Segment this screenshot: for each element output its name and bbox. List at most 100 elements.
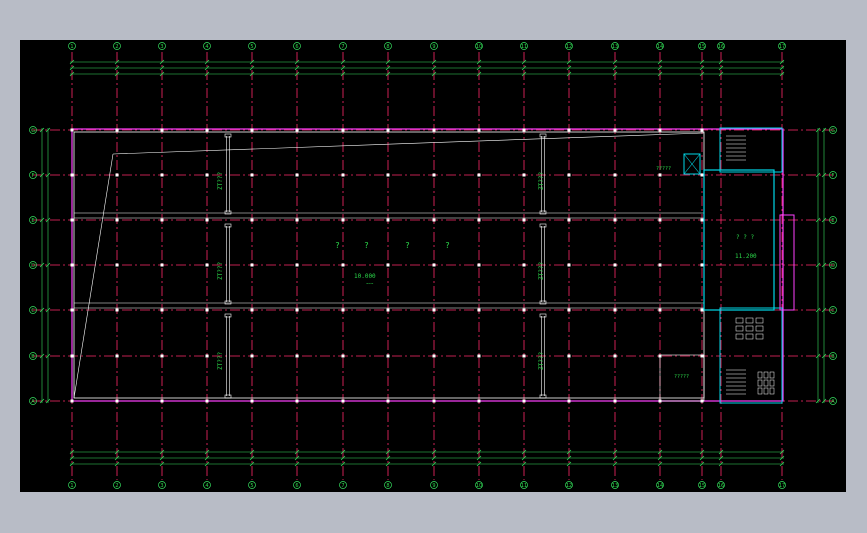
axis-label-col: 9	[432, 44, 435, 50]
column-marker	[477, 308, 481, 312]
column-marker	[295, 173, 299, 177]
column-marker	[522, 128, 526, 132]
column-marker	[160, 263, 164, 267]
diagonal-line	[112, 132, 705, 155]
column-marker	[115, 128, 119, 132]
axis-bubble-col	[293, 481, 301, 489]
dim-tick	[476, 71, 482, 77]
column-marker	[115, 263, 119, 267]
dim-tick	[821, 262, 827, 268]
column-marker	[70, 399, 74, 403]
dim-tick	[612, 59, 618, 65]
column-marker	[341, 399, 345, 403]
dim-tick	[821, 217, 827, 223]
toilet-fixture	[769, 387, 775, 395]
dim-tick	[821, 307, 827, 313]
dim-tick	[249, 65, 255, 71]
axis-bubble-col	[565, 481, 573, 489]
dim-tick	[821, 353, 827, 359]
dim-tick	[431, 71, 437, 77]
dim-tick	[821, 398, 827, 404]
column-marker	[477, 399, 481, 403]
column-marker	[70, 218, 74, 222]
dim-tick	[69, 59, 75, 65]
dim-tick	[718, 59, 724, 65]
axis-label-row: D	[831, 263, 835, 269]
axis-label-col: 5	[250, 483, 253, 489]
dim-tick	[294, 71, 300, 77]
axis-bubble-col	[778, 42, 786, 50]
column-marker	[522, 218, 526, 222]
column-cap	[224, 210, 232, 215]
right-room-label: ? ? ?	[736, 234, 754, 241]
dim-tick	[39, 307, 45, 313]
column-marker	[432, 399, 436, 403]
dim-tick	[657, 455, 663, 461]
elevation-sub: ~~~	[366, 281, 374, 286]
axis-bubble-row	[829, 352, 837, 360]
column-marker	[160, 128, 164, 132]
column-marker	[477, 218, 481, 222]
dim-tick	[521, 65, 527, 71]
bottom-right-room	[659, 354, 705, 402]
beam-label-top-right: ZT???	[538, 172, 545, 190]
dim-tick	[521, 59, 527, 65]
axis-bubble-col	[339, 42, 347, 50]
column-marker	[522, 173, 526, 177]
axis-bubble-row	[29, 352, 37, 360]
column-marker	[205, 128, 209, 132]
column-marker	[70, 128, 74, 132]
label-q4: ?	[445, 241, 450, 250]
right-annex	[779, 214, 795, 311]
axis-bubble-col	[698, 481, 706, 489]
axis-bubble-col	[68, 481, 76, 489]
column-marker	[432, 263, 436, 267]
toilet-fixture	[763, 371, 769, 379]
axis-bubble-row	[829, 171, 837, 179]
column-marker	[567, 128, 571, 132]
dim-tick	[657, 449, 663, 455]
axis-label-row: D	[31, 263, 35, 269]
dim-tick	[204, 455, 210, 461]
axis-bubble-col	[384, 42, 392, 50]
dim-tick	[45, 127, 51, 133]
column-marker	[70, 308, 74, 312]
column-marker	[613, 128, 617, 132]
dim-tick	[699, 461, 705, 467]
column-marker	[160, 173, 164, 177]
column-marker	[205, 263, 209, 267]
column-marker	[341, 173, 345, 177]
axis-bubble-col	[339, 481, 347, 489]
dim-tick	[294, 65, 300, 71]
axis-label-col: 12	[566, 483, 572, 489]
right-elevation-label: 11.200	[735, 253, 757, 260]
stair-box-top	[719, 127, 783, 173]
axis-label-col: 5	[250, 44, 253, 50]
dim-tick	[249, 59, 255, 65]
dim-tick	[249, 449, 255, 455]
column-marker	[295, 128, 299, 132]
column-marker	[205, 218, 209, 222]
dim-tick	[821, 172, 827, 178]
axis-label-row: G	[31, 128, 35, 134]
dim-tick	[612, 71, 618, 77]
column-marker	[567, 263, 571, 267]
bottom-right-room-label: ?????	[674, 374, 689, 380]
axis-label-row: C	[831, 308, 835, 314]
dim-tick	[815, 353, 821, 359]
column-marker	[160, 399, 164, 403]
axis-label-col: 8	[386, 483, 389, 489]
beam-label-top-left: ZT???	[217, 172, 224, 190]
axis-label-col: 2	[115, 483, 118, 489]
axis-label-col: 17	[779, 483, 785, 489]
axis-bubble-row	[29, 261, 37, 269]
dim-tick	[385, 71, 391, 77]
dim-tick	[340, 455, 346, 461]
toilet-fixture	[763, 387, 769, 395]
axis-label-col: 16	[718, 44, 724, 50]
column-marker	[386, 263, 390, 267]
toilet-fixture	[735, 325, 744, 332]
column-marker	[205, 354, 209, 358]
dim-tick	[249, 461, 255, 467]
